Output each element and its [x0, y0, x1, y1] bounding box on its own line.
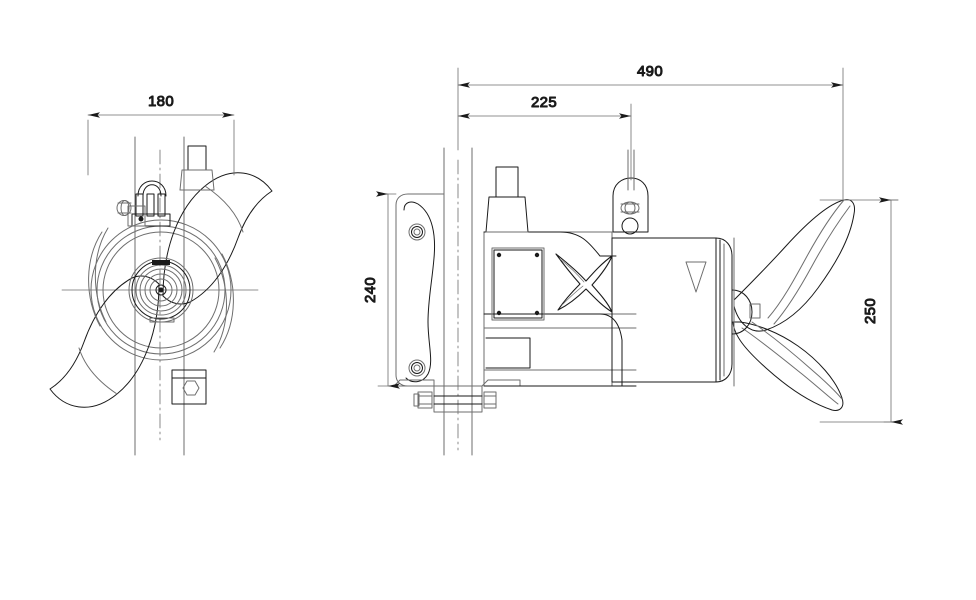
side-lifting-eye — [612, 149, 649, 235]
side-propeller-blade-lower — [732, 321, 844, 411]
side-mount-bracket — [395, 193, 445, 387]
propeller-blade-lower — [49, 275, 160, 408]
dimension-180-label: 180 — [148, 93, 174, 110]
direction-triangle-icon — [685, 261, 707, 293]
side-nameplate — [491, 247, 545, 321]
front-lifting-eye — [127, 180, 171, 227]
front-view: 180 — [49, 93, 273, 456]
dimension-240-label: 240 — [362, 277, 379, 303]
dimension-240: 240 — [362, 191, 400, 389]
dimension-250-label: 250 — [862, 298, 879, 324]
dimension-490-label: 490 — [637, 63, 663, 80]
brand-logo-icon — [555, 253, 613, 313]
dimension-250: 250 — [862, 197, 903, 425]
propeller-root-arcs — [88, 227, 234, 353]
side-motor-housing — [483, 231, 637, 387]
side-propeller-blade-upper — [733, 199, 855, 332]
side-propeller-hub — [731, 237, 761, 387]
side-cable-gland — [485, 166, 529, 233]
front-cable-gland — [179, 145, 215, 191]
dimension-490: 490 — [457, 63, 844, 201]
side-clamp-assembly — [393, 379, 521, 413]
front-side-bolt — [116, 200, 132, 216]
dimension-180: 180 — [87, 93, 235, 176]
side-view: 490 225 240 — [362, 63, 903, 456]
side-rear-body — [611, 237, 733, 383]
hub-keyway — [149, 260, 175, 323]
dimension-225: 225 — [457, 94, 632, 181]
front-clamp-block — [171, 369, 207, 405]
dimension-225-label: 225 — [531, 94, 557, 111]
propeller-blade-upper — [162, 172, 273, 305]
